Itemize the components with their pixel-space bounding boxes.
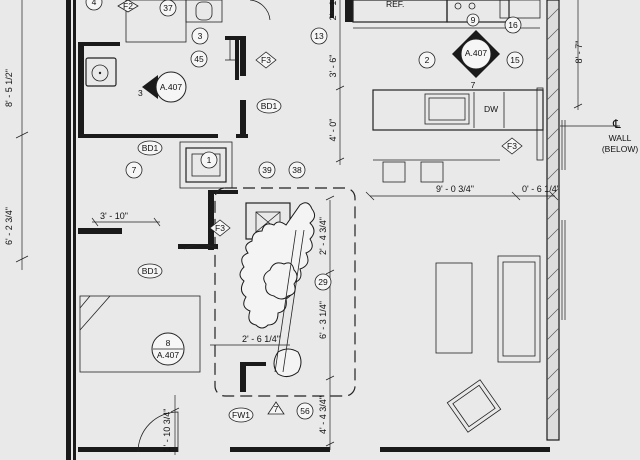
centerline-symbol: ℄ xyxy=(612,117,621,131)
section-bath-sheet: A.407 xyxy=(160,82,182,92)
keynote-2: 2 xyxy=(425,55,430,65)
keynote-38: 38 xyxy=(292,165,302,175)
keynote-45: 45 xyxy=(194,54,204,64)
dim-bottom-left: 1' - 10 3/4" xyxy=(162,409,172,452)
tag-f3-kitchen: F3 xyxy=(507,141,517,151)
keynote-labels: 4 37 3 45 13 9 16 2 15 1 39 38 7 29 56 7 xyxy=(92,0,520,416)
dim-kitchen-upper: 3' - 6" xyxy=(328,55,338,78)
tag-fw1: FW1 xyxy=(232,410,250,420)
section-marker-bedroom: 8 A.407 xyxy=(151,332,185,366)
label-wall-below-1: WALL xyxy=(609,133,632,143)
keynote-56: 56 xyxy=(300,406,310,416)
right-wall-hatch xyxy=(546,7,560,421)
tag-f3-hall: F3 xyxy=(215,223,225,233)
dim-left-upper: 8' - 5 1/2" xyxy=(4,69,14,107)
section-kitchen-sheet: A.407 xyxy=(465,48,487,58)
label-wall-below-2: (BELOW) xyxy=(602,144,639,154)
tag-f2: F2 xyxy=(123,1,133,11)
plant-cluster xyxy=(239,202,316,378)
section-bedroom-number: 8 xyxy=(166,338,171,348)
keynote-7-hall: 7 xyxy=(132,165,137,175)
tag-f3-bath: F3 xyxy=(261,55,271,65)
section-bath-number: 3 xyxy=(138,88,143,98)
dim-hall-width: 3' - 10" xyxy=(100,211,128,221)
section-bedroom-sheet: A.407 xyxy=(157,350,179,360)
window-marks xyxy=(561,120,566,320)
dim-left-middle: 6' - 2 3/4" xyxy=(4,207,14,245)
dim-bottom-right: 4' - 4 3/4" xyxy=(318,396,328,434)
keynote-circles xyxy=(85,0,524,420)
dim-column-lower: 6' - 3 1/4" xyxy=(318,301,328,339)
dim-kitchen-lower: 4' - 0" xyxy=(328,119,338,142)
detail-callout-box xyxy=(214,187,356,397)
keynote-16: 16 xyxy=(508,20,518,30)
keynote-7-kitchen: 7 xyxy=(471,80,476,90)
dim-island-length: 9' - 0 3/4" xyxy=(436,184,474,194)
living-furniture xyxy=(435,255,541,433)
keynote-4: 4 xyxy=(92,0,97,7)
keynote-1: 1 xyxy=(207,155,212,165)
keynote-9: 9 xyxy=(471,15,476,25)
dim-right-gap: 0' - 6 1/4" xyxy=(522,184,560,194)
finish-tag-labels: F2 F3 F3 F3 BD1 BD1 BD1 FW1 xyxy=(123,1,517,420)
keynote-15: 15 xyxy=(510,55,520,65)
keynote-3: 3 xyxy=(198,31,203,41)
label-ref: REF. xyxy=(386,0,404,9)
dimension-labels: 8' - 5 1/2" 6' - 2 3/4" 3' - 10" 3' - 6"… xyxy=(4,0,584,451)
dimension-lines xyxy=(15,0,620,455)
dim-top-clip: 2' - 10 xyxy=(328,0,338,20)
keynote-7-triangle: 7 xyxy=(274,404,279,414)
dim-right-wall: 8' - 7" xyxy=(574,41,584,64)
section-marker-kitchen: A.407 xyxy=(452,30,500,78)
section-marker-bath: 3 A.407 xyxy=(138,71,187,103)
kitchen xyxy=(352,0,544,183)
tag-bd1-hall: BD1 xyxy=(142,143,159,153)
dim-column-upper: 2' - 4 3/4" xyxy=(318,217,328,255)
bathroom-fixtures xyxy=(85,0,271,189)
keynote-29: 29 xyxy=(318,277,328,287)
keynote-triangle: 7 xyxy=(267,401,285,415)
dim-column-small: 2' - 6 1/4" xyxy=(242,334,280,344)
label-dw: DW xyxy=(484,104,498,114)
tag-bd1-bath: BD1 xyxy=(261,101,278,111)
keynote-13: 13 xyxy=(314,31,324,41)
keynote-37: 37 xyxy=(163,3,173,13)
finish-tags xyxy=(117,0,523,423)
tag-bd1-bedroom: BD1 xyxy=(142,266,159,276)
keynote-39: 39 xyxy=(262,165,272,175)
